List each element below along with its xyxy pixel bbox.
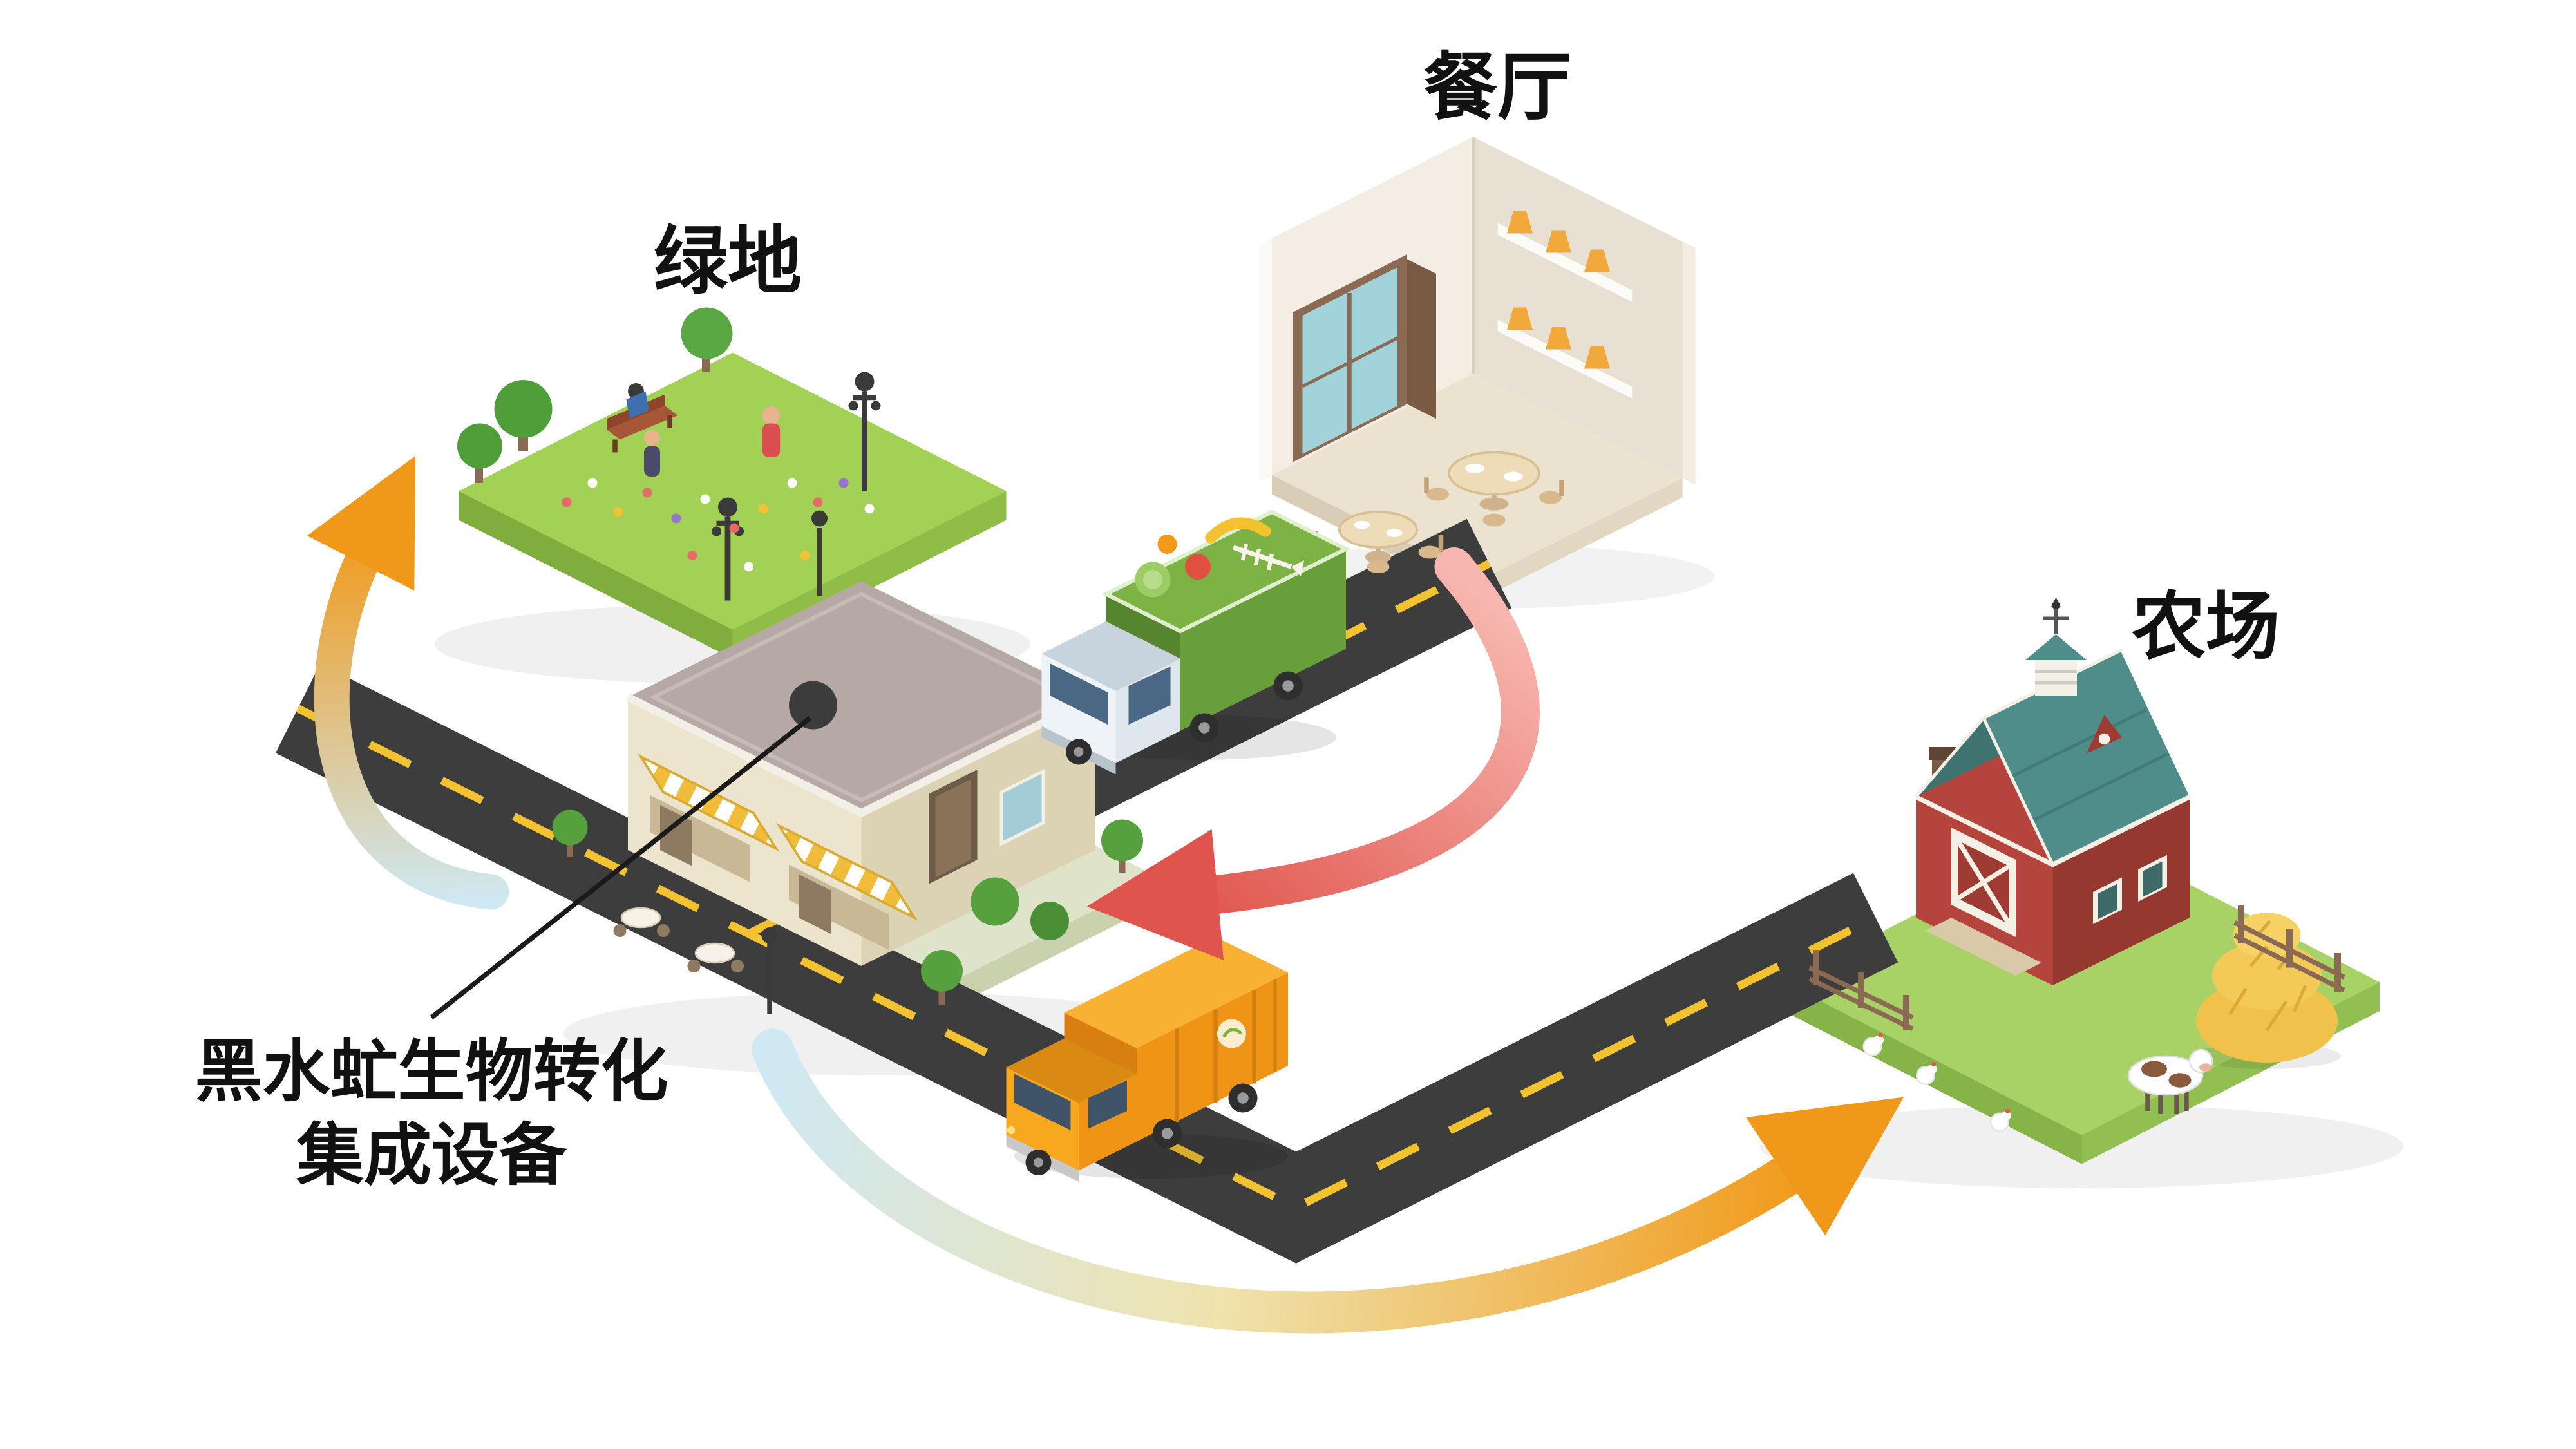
roof-vent-callout-dot	[789, 681, 837, 730]
street-lamp-icon	[761, 927, 778, 1014]
barn-door	[1951, 828, 2016, 937]
park-platform	[457, 307, 881, 601]
dining-table	[1312, 511, 1444, 573]
barn-window	[2093, 855, 2167, 924]
awning-icon	[775, 822, 918, 921]
label-facility-line2: 集成设备	[296, 1118, 567, 1193]
farm-barn	[1808, 597, 2345, 1132]
label-farm: 农场	[2132, 586, 2280, 668]
lamp-icon	[1546, 230, 1571, 253]
food-waste-truck	[1041, 509, 1351, 775]
tree-icon	[921, 950, 963, 992]
tomato-icon	[1185, 554, 1211, 580]
tree-icon	[1101, 819, 1143, 862]
food-waste-icons	[1135, 517, 1304, 598]
tree-icon	[681, 307, 733, 359]
arrow-restaurant-to-facility	[1086, 547, 1540, 960]
arrow-facility-to-park	[307, 455, 509, 910]
label-restaurant: 餐厅	[1423, 46, 1571, 129]
park-bench	[607, 383, 678, 453]
wall-shelf	[1497, 211, 1633, 401]
lamp-icon	[1507, 211, 1533, 234]
lamp-icon	[1546, 327, 1571, 350]
label-park: 绿地	[654, 220, 802, 303]
street-lamp-icon	[848, 372, 881, 491]
bush-icon	[1030, 902, 1069, 940]
lamp-icon	[1584, 249, 1610, 272]
tree-icon	[494, 380, 553, 438]
flowers	[562, 478, 875, 572]
chicken-icon	[1862, 1032, 2011, 1132]
person-icon	[762, 406, 781, 457]
garbage-truck	[1006, 937, 1288, 1182]
facility-window	[999, 768, 1045, 847]
restaurant-room	[1259, 124, 1696, 573]
cow-icon	[2127, 1048, 2213, 1114]
tree-icon	[457, 423, 502, 469]
bioconversion-facility	[552, 581, 1143, 1014]
banana-icon	[1205, 517, 1271, 544]
cafe-table	[613, 907, 744, 972]
fishbone-icon	[1232, 544, 1293, 571]
recycle-emblem-icon	[1217, 1019, 1246, 1048]
label-facility-line1: 黑水虻生物转化	[194, 1034, 668, 1110]
cupola-icon	[2025, 597, 2087, 696]
flow-arrows	[307, 455, 1904, 1334]
person-icon	[644, 430, 660, 477]
street-lamp-icon	[811, 510, 828, 596]
lamp-icon	[1584, 346, 1610, 369]
fence-icon	[1808, 905, 2345, 1031]
bush-icon	[971, 877, 1019, 926]
arrow-facility-to-farm	[752, 1028, 1904, 1334]
street-lamp-icon	[712, 497, 744, 601]
tree-icon	[552, 810, 588, 846]
orange-icon	[1157, 535, 1177, 554]
lamp-icon	[1507, 307, 1533, 330]
restaurant-door	[1293, 254, 1436, 462]
dining-table	[1424, 451, 1564, 527]
callout-line	[430, 716, 811, 1019]
